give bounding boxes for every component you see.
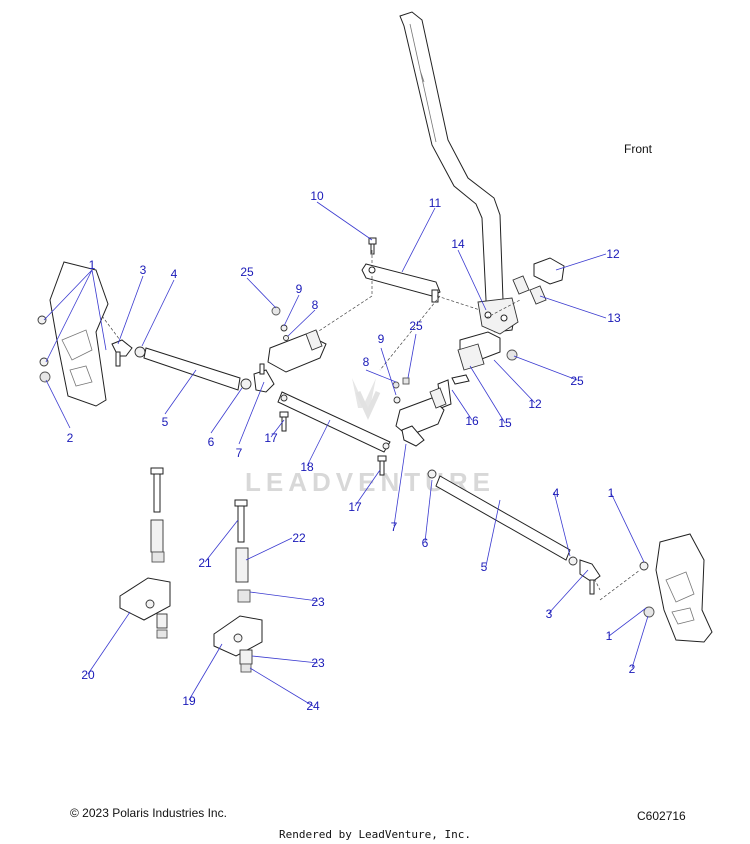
tie-rod-right (435, 475, 601, 595)
callout-1-right-lower: 1 (606, 629, 613, 643)
callout-labels: 1 2 3 4 5 6 7 8 9 10 11 12 12 13 14 15 1… (67, 189, 636, 713)
callout-4-right: 4 (553, 486, 560, 500)
callout-1: 1 (89, 258, 96, 272)
callout-7: 7 (236, 446, 243, 460)
callout-3: 3 (140, 263, 147, 277)
callout-4: 4 (171, 267, 178, 281)
callout-8-right: 8 (363, 355, 370, 369)
bolt-17-left (279, 411, 289, 432)
watermark-logo (352, 378, 381, 421)
callout-2-right: 2 (629, 662, 636, 676)
callout-1-right-upper: 1 (608, 486, 615, 500)
idler-bracket-left (267, 306, 327, 373)
callout-14: 14 (451, 237, 465, 251)
callout-18: 18 (300, 460, 314, 474)
relay-rod (277, 391, 391, 453)
callout-6: 6 (208, 435, 215, 449)
tie-rod-end-right-inner (401, 425, 437, 479)
callout-5-right: 5 (481, 560, 488, 574)
callout-3-right: 3 (546, 607, 553, 621)
callout-17-right: 17 (348, 500, 362, 514)
coupler-15 (437, 331, 518, 409)
leader-lines (43, 201, 649, 707)
callout-22: 22 (292, 531, 306, 545)
callout-21: 21 (198, 556, 212, 570)
callout-19: 19 (182, 694, 196, 708)
callout-9: 9 (296, 282, 303, 296)
callout-5: 5 (162, 415, 169, 429)
callout-13: 13 (607, 311, 621, 325)
tie-rod-left (143, 347, 275, 393)
callout-11: 11 (429, 196, 442, 210)
idler-bracket-right (392, 377, 447, 437)
callout-24: 24 (306, 699, 320, 713)
steering-knuckle-left (37, 261, 109, 407)
callout-7-right: 7 (391, 520, 398, 534)
callout-23-upper: 23 (311, 595, 325, 609)
callout-25-left: 25 (240, 265, 254, 279)
callout-23-lower: 23 (311, 656, 325, 670)
callout-6-right: 6 (422, 536, 429, 550)
callout-17-left: 17 (264, 431, 278, 445)
callout-15: 15 (498, 416, 512, 430)
pitman-arm (361, 263, 441, 303)
callout-25-center: 25 (409, 319, 423, 333)
callout-10: 10 (310, 189, 324, 203)
callout-8: 8 (312, 298, 319, 312)
rendered-by-text: Rendered by LeadVenture, Inc. (279, 828, 471, 841)
callout-9-right: 9 (378, 332, 385, 346)
steering-knuckle-right (639, 533, 713, 643)
orientation-label: Front (624, 142, 653, 156)
callout-12-upper: 12 (606, 247, 620, 261)
copyright-text: © 2023 Polaris Industries Inc. (70, 806, 227, 820)
callout-16: 16 (465, 414, 479, 428)
lower-mount-20 (119, 467, 171, 639)
lower-mount-19 (213, 499, 263, 673)
callout-2: 2 (67, 431, 74, 445)
clamp-12-upper (512, 257, 565, 305)
callout-12-lower: 12 (528, 397, 542, 411)
callout-20: 20 (81, 668, 95, 682)
steering-column (399, 11, 519, 335)
callout-25-right: 25 (570, 374, 584, 388)
diagram-code: C602716 (637, 809, 686, 823)
bolt-10 (368, 237, 377, 255)
bolt-17-right (377, 455, 387, 476)
tie-rod-end-left (111, 339, 146, 367)
